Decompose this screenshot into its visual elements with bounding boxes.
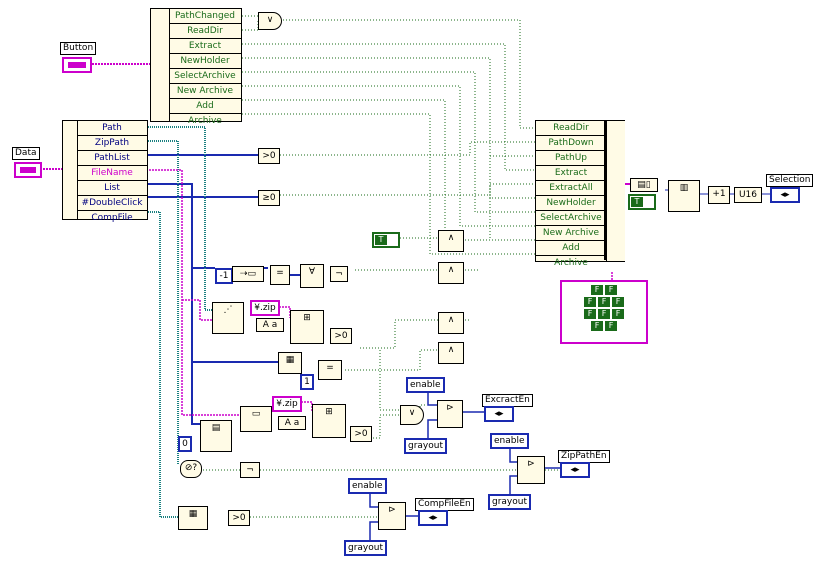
select-node-2: ⊳ — [517, 456, 545, 484]
case-convert-1: A a — [256, 318, 284, 332]
array-to-number-node: ▤▯ — [630, 178, 658, 192]
one-constant: 1 — [300, 374, 314, 390]
path-to-string-node: ⋰ — [212, 302, 244, 334]
string-subset-node: ▭ — [240, 406, 272, 432]
build-array-item: New Archive — [536, 226, 606, 241]
array-size-node-2: ▦ — [178, 506, 208, 530]
build-array-item: Add — [536, 241, 606, 256]
button-unbundle-item: ReadDir — [169, 24, 241, 39]
not-node-1: ¬ — [330, 266, 348, 282]
array-size-node-1: ▦ — [278, 352, 302, 374]
button-unbundle-item: SelectArchive — [169, 69, 241, 84]
case-convert-2: A a — [278, 416, 306, 430]
enable-constant-2: enable — [490, 433, 529, 449]
compfile-en-indicator[interactable]: ◂▸ — [418, 510, 448, 526]
enable-constant-3: enable — [348, 478, 387, 494]
and-gate-4: ∧ — [438, 342, 464, 364]
grayout-constant-1: grayout — [404, 438, 447, 454]
search-array-node: ⇢▭ — [232, 266, 264, 282]
selection-label: Selection — [766, 174, 814, 187]
and-gate-2: ∧ — [438, 262, 464, 284]
button-unbundle-item: PathChanged — [169, 9, 241, 24]
build-array-item: SelectArchive — [536, 211, 606, 226]
neg-one-constant: -1 — [215, 268, 233, 284]
build-array-item: Extract — [536, 166, 606, 181]
data-unbundle-item: FileName — [77, 166, 147, 181]
build-array-item: ReadDir — [536, 121, 606, 136]
increment-node: +1 — [708, 186, 730, 204]
or-gate-mid: ∨ — [400, 405, 424, 425]
true-constant: T — [372, 232, 400, 248]
data-unbundle-item: List — [77, 181, 147, 196]
data-label: Data — [12, 147, 40, 160]
button-unbundle-item: Archive — [188, 116, 222, 126]
build-array-border — [604, 120, 606, 260]
enable-wires — [369, 392, 560, 540]
grayout-constant-2: grayout — [488, 494, 531, 510]
match-pattern-2: ⊞ — [312, 404, 346, 438]
build-array-item: PathUp — [536, 151, 606, 166]
button-terminal[interactable] — [62, 57, 92, 73]
or-gate-top: ∨ — [258, 12, 282, 30]
match-pattern-1: ⊞ — [290, 310, 324, 344]
button-label: Button — [60, 42, 97, 55]
build-array-item: PathDown — [536, 136, 606, 151]
extract-en-indicator[interactable]: ◂▸ — [484, 406, 514, 422]
data-terminal[interactable] — [14, 162, 42, 178]
zip-constant-1: ¥.zip — [250, 300, 280, 316]
button-unbundle-item: New Archive — [169, 84, 241, 99]
button-unbundle-item: NewHolder — [169, 54, 241, 69]
u16-convert: U16 — [734, 187, 762, 203]
empty-path-node: ⊘? — [180, 460, 202, 478]
index-array-node: ▤ — [200, 420, 232, 452]
build-array-item: NewHolder — [536, 196, 606, 211]
zippath-en-indicator[interactable]: ◂▸ — [560, 462, 590, 478]
equal-node-2: = — [318, 360, 342, 380]
data-unbundle-item: CompFile — [91, 213, 133, 223]
true-constant-2: T — [628, 194, 656, 210]
select-node-3: ⊳ — [378, 502, 406, 530]
grayout-constant-3: grayout — [344, 540, 387, 556]
greater-than-zero-4: >0 — [228, 510, 250, 526]
equal-node-1: = — [270, 265, 290, 285]
zero-constant: 0 — [178, 436, 192, 452]
greater-than-zero-2: >0 — [330, 328, 352, 344]
data-unbundle-item: ZipPath — [77, 136, 147, 151]
and-array-node: ∀ — [300, 264, 324, 288]
greater-than-zero-3: >0 — [350, 426, 372, 442]
greater-than-zero-1: >0 — [258, 148, 280, 164]
data-unbundle-item: Path — [77, 121, 147, 136]
enable-constant-1: enable — [406, 377, 445, 393]
data-unbundle-item: PathList — [77, 151, 147, 166]
and-gate-3: ∧ — [438, 312, 464, 334]
not-node-2: ¬ — [240, 462, 260, 478]
search-1d-node: ▥ — [668, 180, 700, 212]
build-array-item: ExtractAll — [536, 181, 606, 196]
zip-constant-2: ¥.zip — [272, 396, 302, 412]
data-unbundle-item: #DoubleClick — [77, 196, 147, 211]
select-node-1: ⊳ — [437, 400, 463, 428]
selection-indicator[interactable]: ◂▸ — [770, 187, 800, 203]
build-array-item: Archive — [554, 258, 588, 268]
button-unbundle-item: Extract — [169, 39, 241, 54]
and-gate-1: ∧ — [438, 230, 464, 252]
button-unbundle-item: Add — [169, 99, 241, 114]
path-wires — [146, 126, 212, 518]
greater-equal-zero: ≥0 — [258, 190, 280, 206]
